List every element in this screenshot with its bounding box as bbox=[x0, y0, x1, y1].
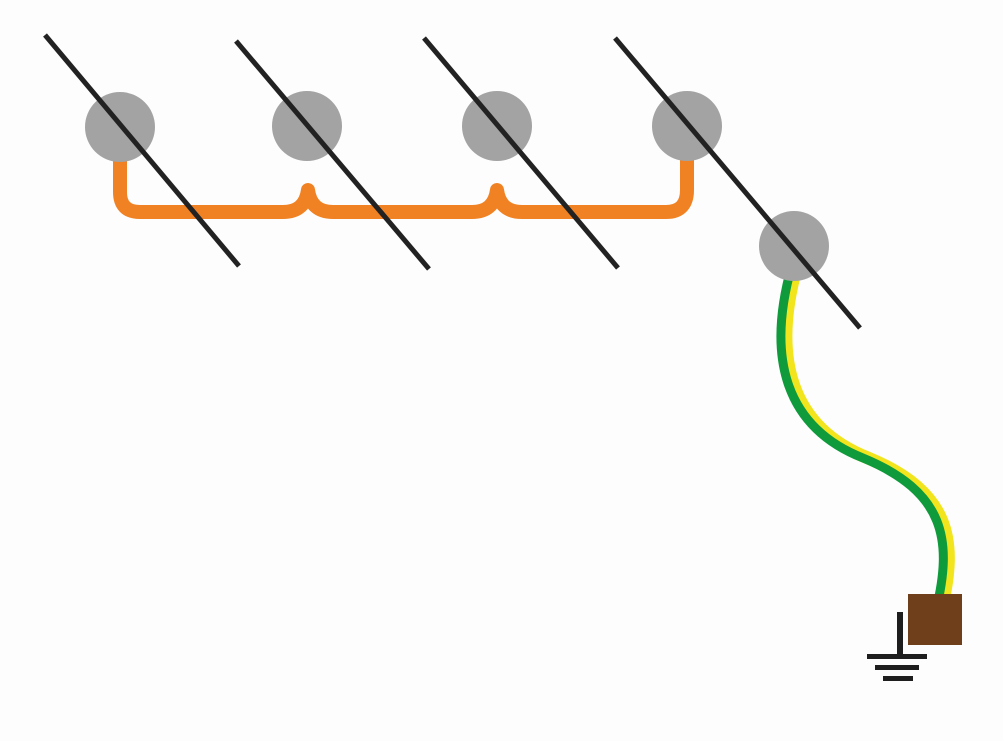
conductor-rod-1 bbox=[43, 33, 241, 268]
ground-symbol-icon bbox=[867, 612, 927, 681]
conductor-rod-3 bbox=[422, 36, 620, 270]
ground-electrode-icon bbox=[908, 594, 962, 645]
earth-wire-green bbox=[776, 260, 948, 615]
conductor-rod-2 bbox=[234, 39, 431, 271]
conductor-rod-4 bbox=[613, 36, 862, 330]
bonding-conductor bbox=[113, 143, 694, 219]
